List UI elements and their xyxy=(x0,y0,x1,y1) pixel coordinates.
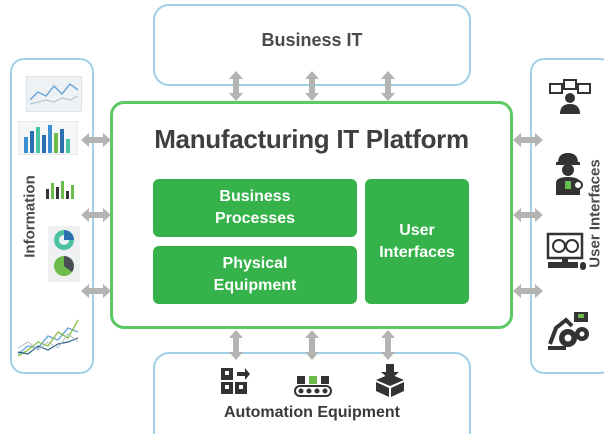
robot-gears-icon xyxy=(548,312,589,350)
arrow-right-2 xyxy=(513,208,543,222)
monitor-gauges-icon xyxy=(546,232,586,270)
business-processes-box: Business Processes xyxy=(153,179,357,237)
arrow-top-3 xyxy=(381,71,395,101)
box-drop-icon xyxy=(376,364,404,397)
arrow-top-2 xyxy=(305,71,319,101)
operator-screens-icon xyxy=(549,79,591,114)
arrow-left-1 xyxy=(81,133,111,147)
user-interfaces-box: User Interfaces xyxy=(365,179,469,304)
physical-equipment-box: Physical Equipment xyxy=(153,246,357,304)
bar-chart-icon xyxy=(18,121,78,155)
pie-chart-icon xyxy=(48,226,80,282)
multi-line-chart-icon xyxy=(17,319,79,357)
arrow-top-1 xyxy=(229,71,243,101)
line-chart-icon xyxy=(26,76,82,112)
automation-label: Automation Equipment xyxy=(224,404,400,421)
worker-helmet-icon xyxy=(556,153,583,195)
arrow-left-3 xyxy=(81,284,111,298)
platform-title: Manufacturing IT Platform xyxy=(154,124,469,154)
business-it-label: Business IT xyxy=(261,30,363,50)
arrow-right-3 xyxy=(513,284,543,298)
arrow-left-2 xyxy=(81,208,111,222)
arrow-bottom-3 xyxy=(381,330,395,360)
arrow-bottom-1 xyxy=(229,330,243,360)
arrow-bottom-2 xyxy=(305,330,319,360)
conveyor-icon xyxy=(294,376,332,397)
small-bar-chart-icon xyxy=(46,181,74,199)
arrow-right-1 xyxy=(513,133,543,147)
pallet-boxes-icon xyxy=(221,368,250,394)
